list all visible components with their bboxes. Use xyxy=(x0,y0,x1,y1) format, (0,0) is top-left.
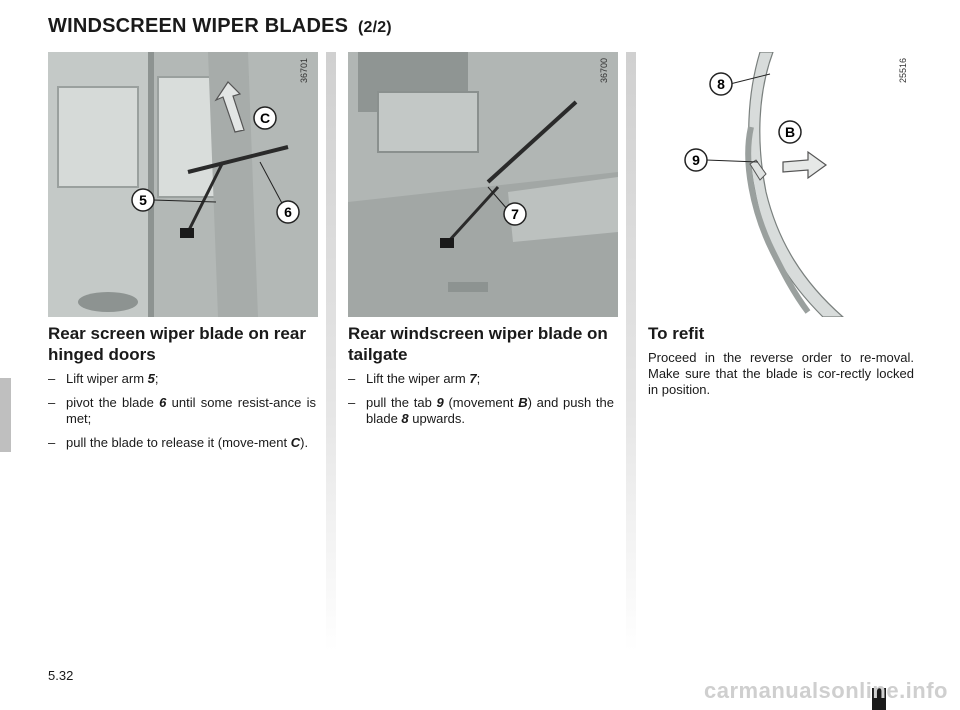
page-title-text: WINDSCREEN WIPER BLADES xyxy=(48,15,349,37)
callout-b: B xyxy=(778,120,802,144)
corner-mark xyxy=(872,688,886,710)
svg-text:8: 8 xyxy=(717,76,725,92)
callout-9: 9 xyxy=(684,148,708,172)
figure-code-1: 36701 xyxy=(299,58,309,84)
figure-rear-doors: C 5 6 xyxy=(48,52,318,317)
column-divider-2 xyxy=(626,52,636,652)
section-title-rear-doors: Rear screen wiper blade on rear hinged d… xyxy=(48,324,306,364)
page-title: WINDSCREEN WIPER BLADES (2/2) xyxy=(48,15,392,38)
figure-code-2: 36700 xyxy=(599,58,609,84)
steps-rear-doors: –Lift wiper arm 5; –pivot the blade 6 un… xyxy=(48,371,316,459)
svg-text:9: 9 xyxy=(692,152,700,168)
figure-code-3: 25516 xyxy=(898,58,908,84)
steps-tailgate: –Lift the wiper arm 7; –pull the tab 9 (… xyxy=(348,371,614,435)
svg-text:B: B xyxy=(785,124,795,140)
page-title-suffix: (2/2) xyxy=(357,19,392,36)
svg-text:5: 5 xyxy=(139,192,147,208)
callout-7: 7 xyxy=(503,202,527,226)
list-item: –pivot the blade 6 until some resist-anc… xyxy=(48,395,316,426)
chapter-side-tab xyxy=(0,378,11,452)
list-item: –Lift the wiper arm 7; xyxy=(348,371,481,386)
svg-text:6: 6 xyxy=(284,204,292,220)
watermark: carmanualsonline.info xyxy=(704,678,948,703)
figure-refit: 8 B 9 xyxy=(648,52,920,317)
list-item: –Lift wiper arm 5; xyxy=(48,371,159,386)
refit-text: Proceed in the reverse order to re-moval… xyxy=(648,350,914,397)
list-item: –pull the tab 9 (movement B) and push th… xyxy=(348,395,615,426)
figure-tailgate: 7 xyxy=(348,52,618,317)
column-divider-1 xyxy=(326,52,336,652)
callout-8: 8 xyxy=(709,72,733,96)
svg-text:C: C xyxy=(260,110,270,126)
callout-5: 5 xyxy=(131,188,155,212)
callout-6: 6 xyxy=(276,200,300,224)
section-title-refit: To refit xyxy=(648,324,705,343)
callout-c: C xyxy=(253,106,277,130)
page-number: 5.32 xyxy=(48,668,74,683)
section-title-tailgate: Rear windscreen wiper blade on tailgate xyxy=(348,324,608,364)
svg-text:7: 7 xyxy=(511,206,519,222)
list-item: –pull the blade to release it (move-ment… xyxy=(48,435,309,450)
